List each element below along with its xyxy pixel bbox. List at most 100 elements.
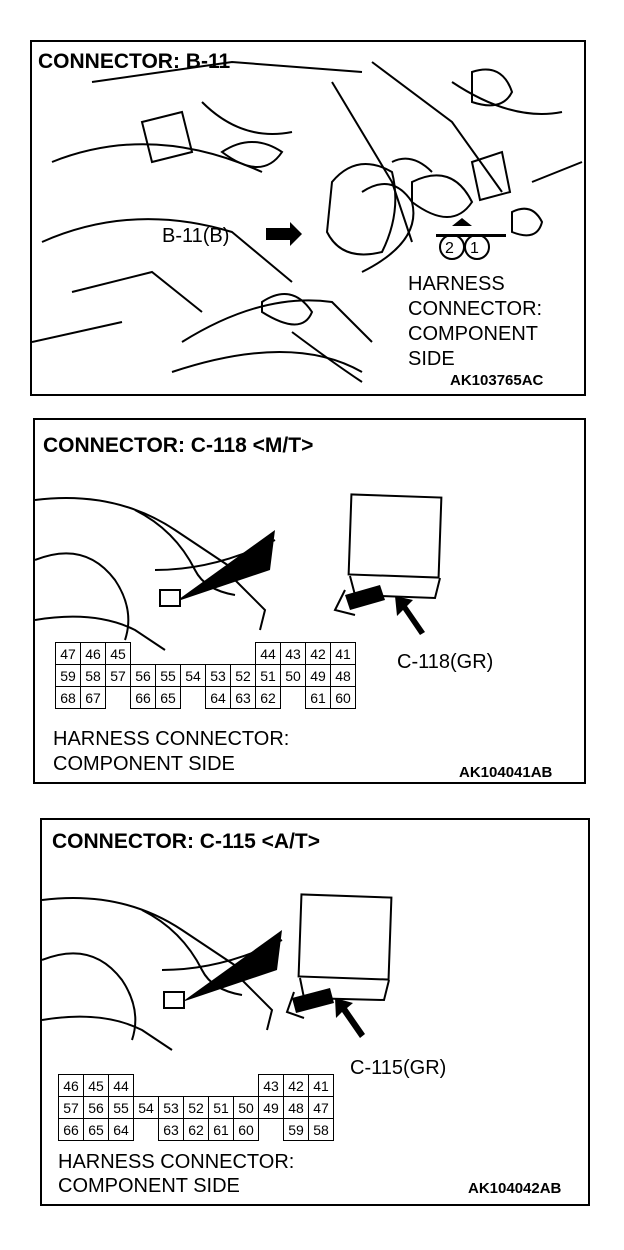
panel-title: CONNECTOR: C-115 <A/T> xyxy=(52,830,321,853)
caption-line-2: CONNECTOR: xyxy=(408,298,543,320)
pin-cell: 44 xyxy=(108,1074,134,1097)
pin-cell: 48 xyxy=(330,664,356,687)
caption-line-1: HARNESS CONNECTOR: xyxy=(58,1151,295,1173)
pin-cell: 52 xyxy=(183,1096,209,1119)
pin-cell: 57 xyxy=(105,664,131,687)
pin-cell: 65 xyxy=(83,1118,109,1141)
connector-callout-label: C-118(GR) xyxy=(397,651,494,673)
pin-gap xyxy=(131,643,156,665)
pin-cell: 48 xyxy=(283,1096,309,1119)
caption-line-2: COMPONENT SIDE xyxy=(53,753,235,775)
pin-cell: 45 xyxy=(83,1074,109,1097)
pin-cell: 64 xyxy=(108,1118,134,1141)
pin-cell: 68 xyxy=(55,686,81,709)
pin-cell: 63 xyxy=(230,686,256,709)
figure-code: AK104042AB xyxy=(468,1180,562,1197)
pin-cell: 58 xyxy=(308,1118,334,1141)
pin-cell: 53 xyxy=(158,1096,184,1119)
pin-cell: 43 xyxy=(280,642,306,665)
pin-cell: 59 xyxy=(283,1118,309,1141)
pin-cell: 64 xyxy=(205,686,231,709)
pin-cell: 49 xyxy=(258,1096,284,1119)
pin-cell: 42 xyxy=(283,1074,309,1097)
pin-gap xyxy=(159,1075,184,1097)
caption-line-2: COMPONENT SIDE xyxy=(58,1175,240,1197)
dashboard-ecu-illustration xyxy=(35,493,443,651)
pin-gap xyxy=(184,1075,209,1097)
pin-cell: 41 xyxy=(330,642,356,665)
panel-title: CONNECTOR: C-118 <M/T> xyxy=(43,434,314,457)
pin-cell: 67 xyxy=(80,686,106,709)
pin-gap xyxy=(234,1075,259,1097)
pin-cell: 41 xyxy=(308,1074,334,1097)
figure-code: AK103765AC xyxy=(450,372,544,389)
pin-cell: 58 xyxy=(80,664,106,687)
pin-cell: 43 xyxy=(258,1074,284,1097)
pin-cell: 56 xyxy=(130,664,156,687)
pin-gap xyxy=(106,687,131,709)
pin-1-label: 1 xyxy=(470,240,479,257)
pin-cell: 62 xyxy=(183,1118,209,1141)
pin-cell: 44 xyxy=(255,642,281,665)
engine-bay-illustration xyxy=(32,60,583,383)
pin-cell: 55 xyxy=(108,1096,134,1119)
pin-cell: 50 xyxy=(233,1096,259,1119)
panel-title: CONNECTOR: B-11 xyxy=(38,50,231,73)
pin-cell: 66 xyxy=(130,686,156,709)
pin-cell: 56 xyxy=(83,1096,109,1119)
pin-cell: 47 xyxy=(308,1096,334,1119)
pin-cell: 50 xyxy=(280,664,306,687)
figure-code: AK104041AB xyxy=(459,764,553,781)
pin-cell: 46 xyxy=(80,642,106,665)
connector-callout-label: C-115(GR) xyxy=(350,1057,447,1079)
pin-cell: 66 xyxy=(58,1118,84,1141)
pin-gap xyxy=(259,1119,284,1141)
pin-gap xyxy=(156,643,181,665)
pin-cell: 65 xyxy=(155,686,181,709)
pin-cell: 54 xyxy=(133,1096,159,1119)
pin-gap xyxy=(206,643,231,665)
pin-cell: 46 xyxy=(58,1074,84,1097)
pin-cell: 60 xyxy=(233,1118,259,1141)
pin-cell: 55 xyxy=(155,664,181,687)
pin-cell: 60 xyxy=(330,686,356,709)
pin-cell: 51 xyxy=(255,664,281,687)
pin-cell: 61 xyxy=(208,1118,234,1141)
pin-cell: 47 xyxy=(55,642,81,665)
pin-cell: 61 xyxy=(305,686,331,709)
pin-2-label: 2 xyxy=(445,240,454,257)
pin-cell: 62 xyxy=(255,686,281,709)
pin-cell: 42 xyxy=(305,642,331,665)
pin-gap xyxy=(231,643,256,665)
caption-line-1: HARNESS xyxy=(408,273,505,295)
dashboard-ecu-illustration xyxy=(42,893,393,1051)
pin-cell: 57 xyxy=(58,1096,84,1119)
pin-cell: 53 xyxy=(205,664,231,687)
pin-cell: 52 xyxy=(230,664,256,687)
pin-cell: 54 xyxy=(180,664,206,687)
connector-b11-panel: CONNECTOR: B-11 B-11(B) 2 1 HARNESS CONN… xyxy=(30,40,586,396)
pin-gap xyxy=(134,1075,159,1097)
pin-gap xyxy=(209,1075,234,1097)
pin-cell: 51 xyxy=(208,1096,234,1119)
pin-cell: 59 xyxy=(55,664,81,687)
pin-gap xyxy=(181,643,206,665)
pin-cell: 45 xyxy=(105,642,131,665)
pin-cell: 63 xyxy=(158,1118,184,1141)
caption-line-3: COMPONENT xyxy=(408,323,538,345)
connector-callout-label: B-11(B) xyxy=(162,225,230,247)
pin-cell: 49 xyxy=(305,664,331,687)
pin-gap xyxy=(181,687,206,709)
pin-gap xyxy=(281,687,306,709)
caption-line-4: SIDE xyxy=(408,348,455,370)
caption-line-1: HARNESS CONNECTOR: xyxy=(53,728,290,750)
